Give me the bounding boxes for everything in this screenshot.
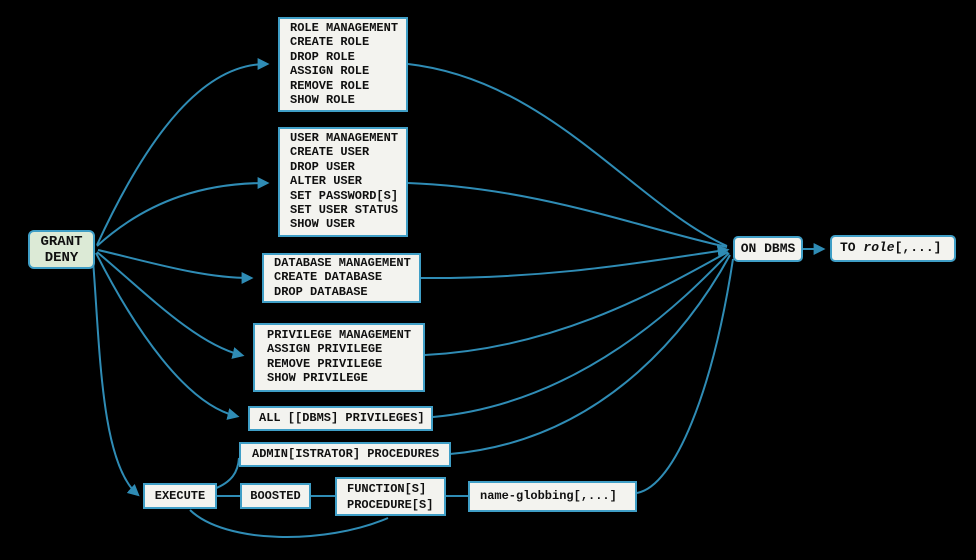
node-boosted: BOOSTED <box>240 483 311 509</box>
role-line: DROP ROLE <box>290 49 355 64</box>
role-repeat-suffix: [,...] <box>894 240 942 256</box>
function-line: PROCEDURE[S] <box>347 498 434 512</box>
role-line: ASSIGN ROLE <box>290 64 370 79</box>
node-privilege-management: PRIVILEGE MANAGEMENT ASSIGN PRIVILEGE RE… <box>253 323 425 392</box>
user-line: ALTER USER <box>290 174 363 189</box>
edge-grant-to-all-privileges <box>95 252 240 420</box>
edge-privilege-to-ondbms <box>424 251 729 356</box>
privilege-line: PRIVILEGE MANAGEMENT <box>267 328 412 342</box>
database-line: DATABASE MANAGEMENT <box>274 256 411 270</box>
boosted-label: BOOSTED <box>250 488 301 503</box>
node-role-management: ROLE MANAGEMENT CREATE ROLE DROP ROLE AS… <box>278 17 408 112</box>
name-globbing-label: name-globbing[,...] <box>480 489 617 503</box>
node-admin-procedures: ADMIN[ISTRATOR] PROCEDURES <box>239 442 451 467</box>
edge-grant-to-execute <box>92 259 140 497</box>
execute-label: EXECUTE <box>154 488 206 503</box>
grant-label: GRANT <box>40 234 83 250</box>
edge-grant-to-database <box>97 249 254 284</box>
role-line: ROLE MANAGEMENT <box>290 21 399 35</box>
edge-grant-to-privilege <box>96 251 245 359</box>
edge-execute-bypass-boosted <box>189 509 389 538</box>
edge-database-to-ondbms <box>420 245 730 280</box>
function-line: FUNCTION[S] <box>347 482 427 496</box>
on-dbms-label: ON DBMS <box>740 240 796 256</box>
privilege-line: SHOW PRIVILEGE <box>267 371 368 386</box>
user-line: CREATE USER <box>290 145 370 160</box>
to-keyword: TO <box>840 240 864 256</box>
user-line: USER MANAGEMENT <box>290 131 399 145</box>
edge-admin-to-ondbms <box>449 254 731 455</box>
user-line: SET USER STATUS <box>290 203 399 218</box>
user-line: DROP USER <box>290 159 355 174</box>
node-to-role: TO role[,...] <box>830 235 956 262</box>
privilege-line: ASSIGN PRIVILEGE <box>267 342 383 357</box>
database-line: DROP DATABASE <box>274 284 368 299</box>
node-database-management: DATABASE MANAGEMENT CREATE DATABASE DROP… <box>262 253 421 303</box>
role-variable: role <box>863 240 895 256</box>
edge-all-privileges-to-ondbms <box>432 252 730 418</box>
role-line: SHOW ROLE <box>290 93 355 108</box>
node-all-privileges: ALL [[DBMS] PRIVILEGES] <box>248 406 433 431</box>
node-function-procedure: FUNCTION[S] PROCEDURE[S] <box>335 477 446 516</box>
user-line: SHOW USER <box>290 217 355 232</box>
database-line: CREATE DATABASE <box>274 270 383 285</box>
role-line: REMOVE ROLE <box>290 78 370 93</box>
node-name-globbing: name-globbing[,...] <box>468 481 637 512</box>
node-execute: EXECUTE <box>143 483 217 509</box>
role-line: CREATE ROLE <box>290 35 370 50</box>
edge-user-to-ondbms <box>407 182 728 248</box>
admin-procedures-label: ADMIN[ISTRATOR] PROCEDURES <box>252 447 440 461</box>
edge-role-to-ondbms <box>407 63 728 247</box>
edge-globbing-to-ondbms <box>636 258 734 494</box>
node-grant-deny: GRANT DENY <box>28 230 95 269</box>
node-user-management: USER MANAGEMENT CREATE USER DROP USER AL… <box>278 127 408 237</box>
edge-grant-to-role <box>96 58 270 246</box>
privilege-line: REMOVE PRIVILEGE <box>267 356 383 371</box>
edge-execute-to-admin <box>213 457 240 490</box>
deny-label: DENY <box>44 250 79 266</box>
edge-grant-to-user <box>96 177 270 247</box>
user-line: SET PASSWORD[S] <box>290 188 399 203</box>
all-privileges-label: ALL [[DBMS] PRIVILEGES] <box>259 411 425 425</box>
node-on-dbms: ON DBMS <box>733 236 803 262</box>
